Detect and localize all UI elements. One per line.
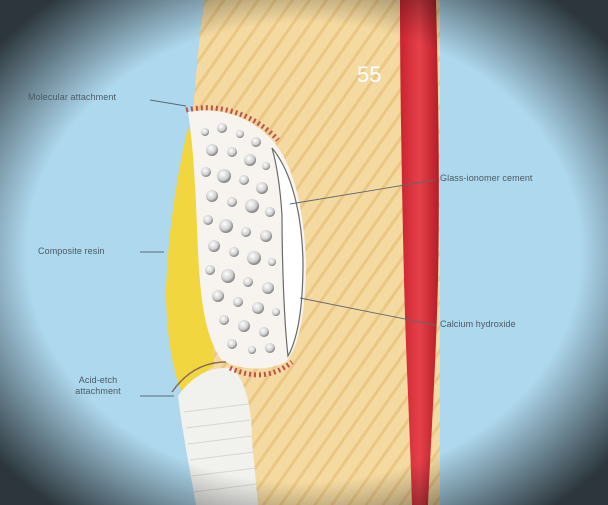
label-molecular-attachment: Molecular attachment	[28, 92, 116, 102]
label-acid-etch-line1: Acid-etch	[68, 375, 128, 386]
slide-number: 55	[357, 62, 381, 88]
label-glass-ionomer-cement: Glass-ionomer cement	[440, 173, 533, 183]
label-composite-resin: Composite resin	[38, 246, 105, 256]
label-acid-etch-attachment: Acid-etch attachment	[68, 375, 128, 397]
label-calcium-hydroxide: Calcium hydroxide	[440, 319, 516, 329]
label-acid-etch-line2: attachment	[68, 386, 128, 397]
